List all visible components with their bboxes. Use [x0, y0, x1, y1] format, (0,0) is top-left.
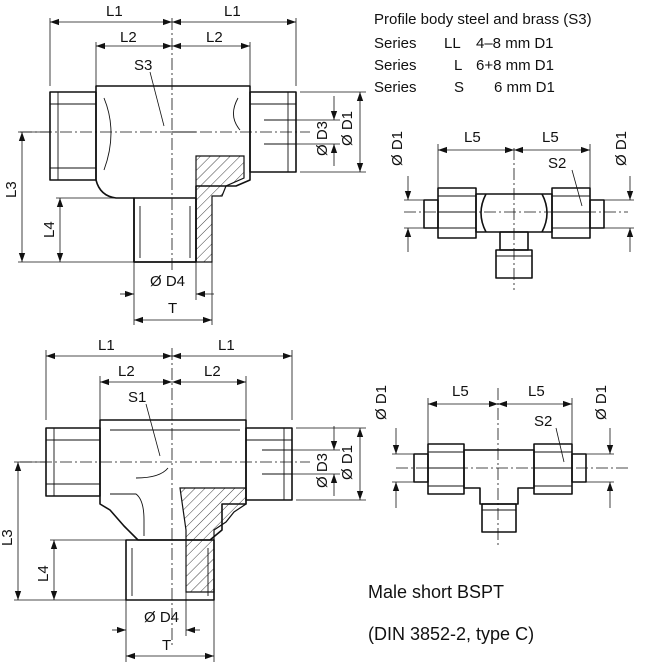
caption-line-2: (DIN 3852-2, type C) — [368, 624, 534, 644]
dim-l3-bottom: L3 — [0, 529, 16, 546]
dim-d1-right-left-top: Ø D1 — [389, 131, 406, 166]
dim-d3-bottom: Ø D3 — [314, 453, 331, 488]
caption-line-1: Male short BSPT — [368, 582, 504, 602]
spec-row-2-code: L — [454, 57, 462, 74]
spec-row-1-code: LL — [444, 35, 461, 52]
profile-body-front-view — [404, 144, 634, 290]
dim-l2-right-bottom: L2 — [204, 363, 221, 380]
spec-row-1-series: Series — [374, 35, 417, 52]
forged-tee-front-view — [392, 388, 628, 548]
dim-t-top: T — [168, 300, 177, 317]
spec-row-3-code: S — [454, 79, 464, 96]
dim-l2-right: L2 — [206, 29, 223, 46]
spec-row-3-series: Series — [374, 79, 417, 96]
spec-row-3-range: 6 mm D1 — [494, 79, 555, 96]
dim-l2-left: L2 — [120, 29, 137, 46]
dim-d1-bottom: Ø D1 — [339, 445, 356, 480]
dim-d1-right-left-bottom: Ø D1 — [373, 385, 390, 420]
spec-row-2-range: 6+8 mm D1 — [476, 57, 554, 74]
dim-l1-left: L1 — [106, 3, 123, 20]
dim-l3-top: L3 — [3, 181, 20, 198]
dim-d1-top: Ø D1 — [339, 111, 356, 146]
dim-d1-right-right-bottom: Ø D1 — [593, 385, 610, 420]
dim-l5-right-top: L5 — [542, 129, 559, 146]
spec-row-2-series: Series — [374, 57, 417, 74]
spec-block: Profile body steel and brass (S3) Series… — [374, 11, 592, 96]
dim-d1-right-right-top: Ø D1 — [613, 131, 630, 166]
dim-l5-right-bottom: L5 — [528, 383, 545, 400]
dim-d3-top: Ø D3 — [314, 121, 331, 156]
dim-l4-bottom: L4 — [35, 565, 52, 582]
dim-t-bottom: T — [162, 637, 171, 654]
dim-l5-left-bottom: L5 — [452, 383, 469, 400]
dim-d4-top: Ø D4 — [150, 273, 185, 290]
dim-l1-right-bottom: L1 — [218, 337, 235, 354]
dim-l2-left-bottom: L2 — [118, 363, 135, 380]
bottom-left-dimensions — [14, 350, 366, 662]
dim-l1-right: L1 — [224, 3, 241, 20]
label-s2-top: S2 — [548, 155, 566, 172]
label-s2-bottom: S2 — [534, 413, 552, 430]
dim-l1-left-bottom: L1 — [98, 337, 115, 354]
spec-title: Profile body steel and brass (S3) — [374, 11, 592, 28]
forged-tee-section — [20, 348, 310, 645]
profile-body-tee-section — [20, 18, 310, 270]
dim-l4-top: L4 — [41, 221, 58, 238]
label-s1: S1 — [128, 389, 146, 406]
label-s3: S3 — [134, 57, 152, 74]
spec-row-1-range: 4–8 mm D1 — [476, 35, 554, 52]
dim-d4-bottom: Ø D4 — [144, 609, 179, 626]
dim-l5-left-top: L5 — [464, 129, 481, 146]
top-left-dimensions — [18, 18, 366, 325]
